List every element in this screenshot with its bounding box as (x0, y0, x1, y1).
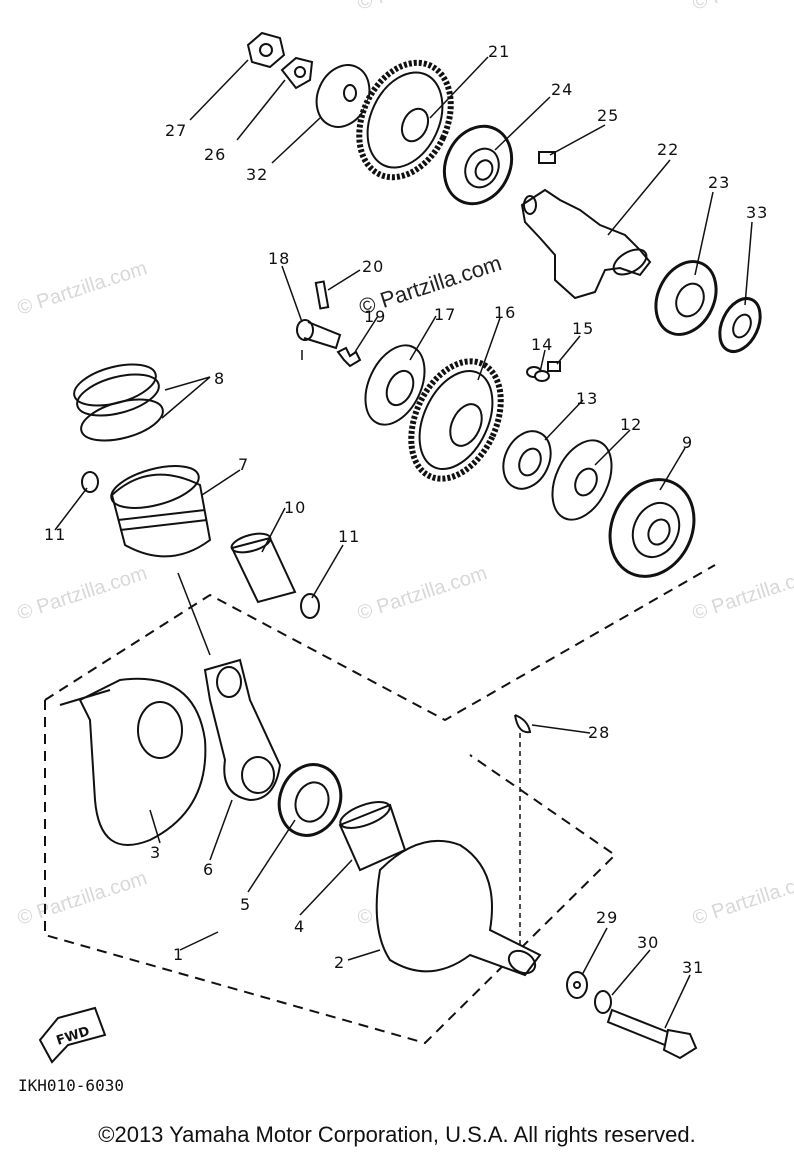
part-23-bearing (654, 260, 718, 336)
part-17-plate (364, 344, 426, 426)
part-14-spring (526, 366, 550, 382)
part-15-pin (547, 361, 561, 372)
callout-11-right: 11 (338, 527, 360, 546)
callout-2: 2 (334, 953, 345, 972)
callout-3: 3 (150, 843, 161, 862)
callout-20: 20 (362, 257, 384, 276)
callout-22: 22 (657, 140, 679, 159)
part-19-spring (336, 346, 362, 368)
upper-parts (246, 31, 762, 353)
callout-27: 27 (165, 121, 187, 140)
drawing-code: IKH010-6030 (18, 1076, 124, 1095)
part-2-crank-web (375, 839, 542, 977)
callout-1: 1 (173, 945, 184, 964)
callout-18: 18 (268, 249, 290, 268)
part-12-plate (551, 439, 613, 521)
part-6-connecting-rod (203, 658, 282, 802)
part-5-needle-bearing (277, 763, 343, 837)
crankshaft-assembly (44, 564, 716, 1060)
part-25-key (538, 151, 556, 164)
callout-8: 7 (238, 455, 249, 474)
callout-31: 31 (682, 958, 704, 977)
callout-26: 26 (204, 145, 226, 164)
callout-13: 13 (576, 389, 598, 408)
watermark: © Partzilla.com (690, 562, 794, 625)
part-29-washer (566, 971, 588, 999)
callout-19: 19 (364, 307, 386, 326)
watermark: © Partzilla.com (15, 867, 150, 930)
watermark: © Partzilla.com (690, 0, 794, 15)
part-26-lock-washer (280, 56, 314, 90)
part-21-gear (356, 59, 454, 181)
part-28-key (514, 714, 532, 734)
watermark: © Partzilla.com (355, 0, 490, 15)
part-3-crank-web (59, 677, 207, 846)
piston-group (73, 363, 320, 619)
callout-labels: 27 26 32 21 24 25 22 23 33 18 20 19 17 1… (44, 42, 768, 977)
part-30-lock-washer (594, 990, 612, 1014)
part-8-piston (110, 465, 212, 558)
callout-5: 5 (240, 895, 251, 914)
callout-11: 11 (44, 525, 66, 544)
callout-14: 14 (531, 335, 553, 354)
watermark: © Partzilla.com (15, 562, 150, 625)
callout-28: 28 (588, 723, 610, 742)
middle-parts (296, 280, 696, 578)
callout-15: 15 (572, 319, 594, 338)
callout-7: 9 (682, 433, 693, 452)
callout-12: 12 (620, 415, 642, 434)
part-13-hub (502, 430, 552, 490)
callout-16: 16 (494, 303, 516, 322)
part-24-bearing (442, 124, 514, 206)
part-20-pin (314, 280, 330, 310)
callout-24: 24 (551, 80, 573, 99)
watermark: © Partzilla.com (355, 562, 490, 625)
callout-6: 6 (203, 860, 214, 879)
part-22-balancer-shaft (520, 188, 652, 300)
part-16-gear (408, 358, 504, 482)
callout-10: 10 (284, 498, 306, 517)
part-11-clip-b (300, 593, 320, 619)
part-31-bolt (606, 1008, 698, 1060)
part-18-pin (296, 319, 342, 350)
callout-33: 33 (746, 203, 768, 222)
assembly-outline (44, 564, 716, 722)
part-10-piston-pin (230, 532, 297, 604)
callout-23: 23 (708, 173, 730, 192)
callout-9: 8 (214, 369, 225, 388)
watermark: © Partzilla.com (690, 867, 794, 930)
callout-30: 30 (637, 933, 659, 952)
leader-lines (54, 56, 753, 1029)
part-27-nut (246, 31, 286, 69)
watermark: © Partzilla.com (15, 257, 150, 320)
callout-32: 32 (246, 165, 268, 184)
callout-4: 4 (294, 917, 305, 936)
callout-17: 17 (434, 305, 456, 324)
part-7-bearing (608, 478, 696, 578)
part-9-piston-rings (73, 363, 164, 442)
copyright-notice: ©2013 Yamaha Motor Corporation, U.S.A. A… (98, 1122, 696, 1147)
fwd-arrow-icon: FWD (38, 1006, 107, 1064)
callout-25: 25 (597, 106, 619, 125)
part-33-oil-seal (718, 297, 762, 353)
callout-21: 21 (488, 42, 510, 61)
callout-29: 29 (596, 908, 618, 927)
part-11-clip (81, 471, 99, 493)
